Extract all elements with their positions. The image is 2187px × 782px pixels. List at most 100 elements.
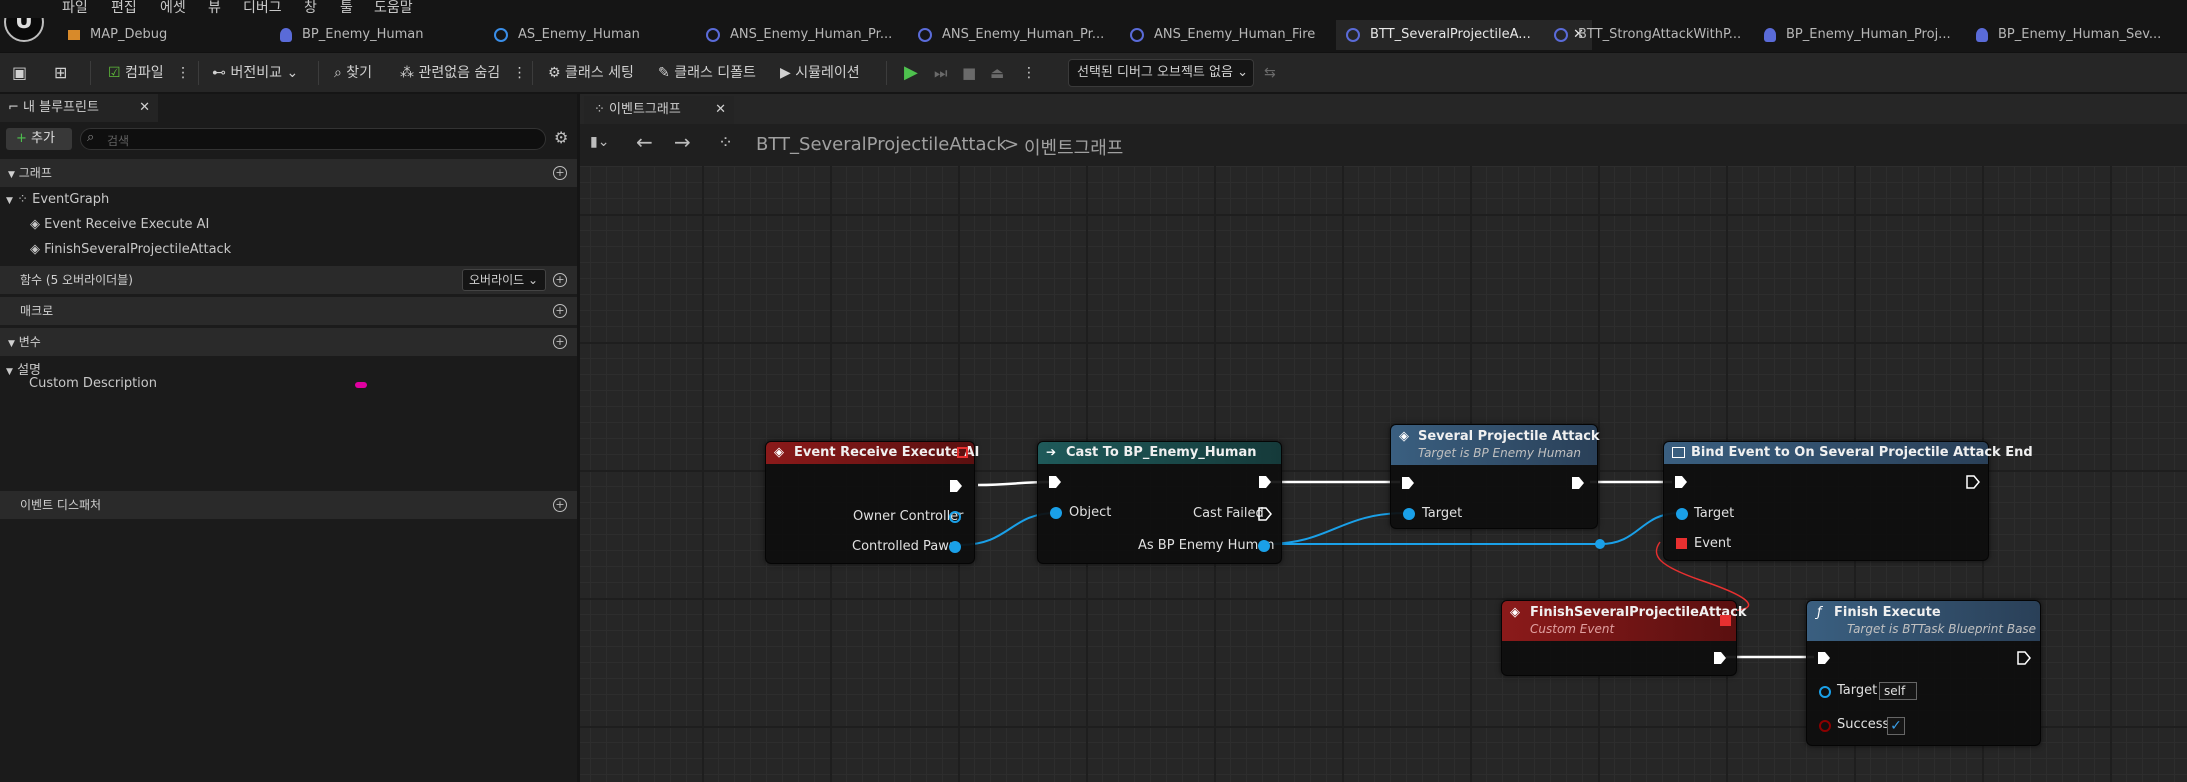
breadcrumb-asset[interactable]: BTT_SeveralProjectileAttack — [756, 134, 1007, 155]
gear-icon[interactable]: ⚙ — [554, 128, 569, 147]
tree-item-event-receive-execute-ai[interactable]: ◈ Event Receive Execute AI — [30, 217, 210, 232]
back-arrow-icon[interactable]: ← — [636, 130, 653, 154]
exec-in-pin[interactable] — [1674, 475, 1688, 489]
menu-window[interactable]: 창 — [304, 0, 317, 16]
node-finish-execute[interactable]: ƒ Finish Execute Target is BTTask Bluepr… — [1806, 600, 2041, 746]
tab-as-enemy-human[interactable]: AS_Enemy_Human — [494, 20, 684, 50]
object-pin[interactable] — [1050, 507, 1062, 519]
chevron-down-icon: ⌄ — [286, 65, 299, 81]
exec-out-pin[interactable] — [949, 479, 963, 493]
section-variables[interactable]: ▼ 변수+ — [0, 328, 577, 356]
exec-in-pin[interactable] — [1401, 476, 1415, 490]
pin-label: Target — [1694, 506, 1735, 521]
node-cast-to-bp-enemy-human[interactable]: ➔ Cast To BP_Enemy_Human Object Cast Fai… — [1037, 441, 1282, 564]
node-custom-event[interactable]: ◈ FinishSeveralProjectileAttack Custom E… — [1501, 600, 1747, 676]
exec-out-pin[interactable] — [1258, 475, 1272, 489]
tab-ans-enemy-human-fire[interactable]: ANS_Enemy_Human_Fire — [1130, 20, 1330, 50]
delegate-pin-icon[interactable] — [1720, 615, 1731, 626]
tab-btt-several-projectile[interactable]: BTT_SeveralProjectileA...✕ — [1336, 20, 1592, 50]
menu-file[interactable]: 파일 — [62, 0, 88, 16]
simulation-button[interactable]: ▶ 시뮬레이션 — [780, 65, 860, 81]
target-pin[interactable] — [1676, 508, 1688, 520]
node-event-receive-execute-ai[interactable]: ◈ Event Receive Execute AI Owner Control… — [765, 441, 979, 564]
success-checkbox[interactable]: ✓ — [1887, 717, 1905, 735]
my-blueprint-tab[interactable]: ⌐ 내 블루프린트✕ — [0, 94, 158, 122]
tab-bp-enemy-human-sev[interactable]: BP_Enemy_Human_Sev... — [1976, 20, 2176, 50]
section-event-dispatchers[interactable]: 이벤트 디스패처+ — [0, 491, 577, 519]
section-graphs[interactable]: ▼ 그래프+ — [0, 159, 577, 187]
node-several-projectile-attack[interactable]: ◈ Several Projectile Attack Target is BP… — [1390, 424, 1600, 529]
exec-in-pin[interactable] — [1817, 651, 1831, 665]
play-icon[interactable]: ▶ — [904, 62, 918, 83]
add-macro-icon[interactable]: + — [553, 304, 567, 318]
event-delegate-pin[interactable] — [1676, 538, 1687, 549]
target-pin[interactable] — [1819, 686, 1831, 698]
tab-ans-enemy-human-pr-1[interactable]: ANS_Enemy_Human_Pr... — [706, 20, 906, 50]
variable-category-description[interactable]: ▼ 설명 — [6, 363, 41, 378]
tab-ans-enemy-human-pr-2[interactable]: ANS_Enemy_Human_Pr... — [918, 20, 1118, 50]
search-field[interactable]: ⌕ 검색 — [80, 128, 546, 150]
exec-out-pin[interactable] — [1571, 476, 1585, 490]
more-icon[interactable]: ⋮ — [1022, 65, 1036, 81]
tab-bp-enemy-human-proj[interactable]: BP_Enemy_Human_Proj... — [1764, 20, 1964, 50]
add-button[interactable]: + 추가 — [6, 128, 72, 150]
menu-asset[interactable]: 에셋 — [160, 0, 186, 16]
hide-icon: ⁂ — [400, 65, 414, 81]
tree-item-finish-several-projectile[interactable]: ◈ FinishSeveralProjectileAttack — [30, 242, 232, 257]
class-settings-button[interactable]: ⚙ 클래스 세팅 — [548, 65, 634, 81]
menu-tools[interactable]: 툴 — [340, 0, 353, 16]
add-graph-icon[interactable]: + — [553, 166, 567, 180]
forward-arrow-icon[interactable]: → — [674, 130, 691, 154]
bookmark-icon[interactable]: ▮⌄ — [590, 134, 610, 150]
success-pin[interactable] — [1819, 720, 1831, 732]
stop-icon[interactable]: ■ — [962, 64, 977, 82]
more-icon[interactable]: ⋮ — [512, 65, 527, 81]
close-icon[interactable]: ✕ — [715, 102, 726, 117]
browse-icon[interactable]: ⊞ — [54, 63, 68, 82]
delegate-pin-icon[interactable] — [957, 447, 968, 458]
compile-button[interactable]: ☑ 컴파일 ⋮ — [108, 65, 191, 81]
debug-object-select[interactable]: 선택된 디버그 오브젝트 없음 ⌄ — [1068, 59, 1254, 87]
section-macros[interactable]: 매크로+ — [0, 297, 577, 325]
exec-out-pin[interactable] — [1713, 651, 1727, 665]
diff-button[interactable]: ⊷ 버전비교 ⌄ — [212, 65, 299, 81]
section-functions[interactable]: 함수 (5 오버라이더블) 오버라이드 ⌄ + — [0, 266, 577, 294]
menu-help[interactable]: 도움말 — [374, 0, 413, 16]
more-icon[interactable]: ⋮ — [176, 65, 191, 81]
target-pin[interactable] — [1403, 508, 1415, 520]
add-dispatcher-icon[interactable]: + — [553, 498, 567, 512]
debug-filter-icon[interactable]: ⇆ — [1264, 65, 1276, 81]
tree-item-eventgraph[interactable]: ▼ ⁘ EventGraph — [6, 192, 110, 207]
hide-unrelated-button[interactable]: ⁂ 관련없음 숨김 ⋮ — [400, 65, 527, 81]
eject-icon[interactable]: ⏏ — [990, 64, 1005, 82]
as-bp-enemy-human-pin[interactable] — [1258, 540, 1270, 552]
close-icon[interactable]: ✕ — [139, 100, 150, 115]
override-dropdown[interactable]: 오버라이드 ⌄ — [462, 269, 546, 291]
event-icon: ◈ — [30, 217, 40, 232]
save-icon[interactable]: ▣ — [12, 63, 28, 82]
breadcrumb-graph[interactable]: 이벤트그래프 — [1024, 138, 1124, 159]
variable-custom-description[interactable]: Custom Description — [29, 376, 157, 391]
exec-out-pin[interactable] — [2017, 651, 2031, 665]
find-button[interactable]: ⌕ 찾기 — [334, 65, 373, 81]
simulate-icon: ▶ — [780, 65, 791, 81]
owner-controller-pin[interactable] — [949, 511, 961, 523]
close-icon[interactable]: ✕ — [1573, 27, 1584, 42]
step-icon[interactable]: ⏭ — [934, 64, 948, 82]
class-defaults-button[interactable]: ✎ 클래스 디폴트 — [658, 65, 756, 81]
tab-bp-enemy-human[interactable]: BP_Enemy_Human — [280, 20, 470, 50]
node-bind-event[interactable]: Bind Event to On Several Projectile Atta… — [1663, 441, 2033, 561]
menu-edit[interactable]: 편집 — [111, 0, 137, 16]
cast-failed-pin[interactable] — [1258, 507, 1272, 521]
menu-debug[interactable]: 디버그 — [243, 0, 282, 16]
add-variable-icon[interactable]: + — [553, 335, 567, 349]
tab-map-debug[interactable]: MAP_Debug — [68, 20, 258, 50]
exec-out-pin[interactable] — [1966, 475, 1980, 489]
target-default-input[interactable]: self — [1879, 682, 1917, 700]
event-graph-tab[interactable]: ⁘ 이벤트그래프✕ — [584, 96, 734, 124]
exec-in-pin[interactable] — [1048, 475, 1062, 489]
add-function-icon[interactable]: + — [553, 273, 567, 287]
menu-view[interactable]: 뷰 — [208, 0, 221, 16]
controlled-pawn-pin[interactable] — [949, 541, 961, 553]
tab-btt-strong-attack[interactable]: BTT_StrongAttackWithP... — [1554, 20, 1754, 50]
